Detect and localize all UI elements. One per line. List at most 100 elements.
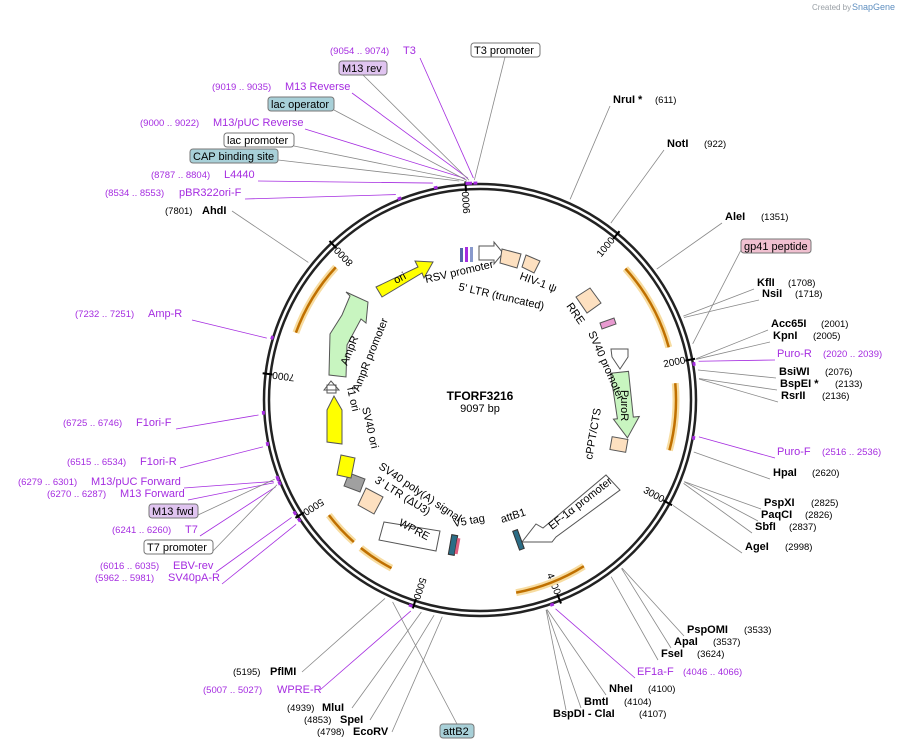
enzyme-pflmi[interactable]: (5195)PflMI	[233, 666, 296, 678]
primer-wpre-r[interactable]: (5007 .. 5027)WPRE-R	[203, 684, 322, 696]
primer-name[interactable]: M13 Reverse	[285, 81, 350, 93]
box-t7-promoter[interactable]: T7 promoter	[143, 539, 214, 555]
enzyme-nrui[interactable]: NruI *(611)	[613, 94, 676, 106]
primer-t3[interactable]: (9054 .. 9074)T3	[330, 45, 416, 57]
primer-sv40pa-r[interactable]: (5962 .. 5981)SV40pA-R	[95, 572, 220, 584]
primer-name[interactable]: SV40pA-R	[168, 572, 220, 584]
enzyme-name[interactable]: SpeI	[340, 714, 363, 726]
primer-m13-puc-reverse[interactable]: (9000 .. 9022)M13/pUC Reverse	[140, 117, 303, 129]
primer-name[interactable]: Puro-F	[777, 446, 811, 458]
primer-name[interactable]: EF1a-F	[637, 666, 674, 678]
enzyme-name[interactable]: NruI *	[613, 94, 643, 106]
primer-l4440[interactable]: (8787 .. 8804)L4440	[151, 169, 255, 181]
box-lac-operator[interactable]: lac operator	[267, 96, 335, 112]
enzyme-name[interactable]: KflI	[757, 277, 775, 289]
enzyme-bsiwi[interactable]: BsiWI(2076)	[779, 366, 852, 378]
primer-name[interactable]: Amp-R	[148, 308, 182, 320]
primer-f1ori-r[interactable]: (6515 .. 6534)F1ori-R	[67, 456, 177, 468]
enzyme-sbfi[interactable]: SbfI(2837)	[755, 521, 816, 533]
box-label: T3 promoter	[474, 45, 534, 57]
enzyme-rsrii[interactable]: RsrII(2136)	[781, 390, 849, 402]
primer-range: (6016 .. 6035)	[100, 561, 159, 572]
enzyme-bspei[interactable]: BspEI *(2133)	[780, 378, 862, 390]
box-gp41-peptide[interactable]: gp41 peptide	[740, 238, 812, 254]
primer-name[interactable]: M13/pUC Forward	[91, 476, 181, 488]
enzyme-acc65i[interactable]: Acc65I(2001)	[771, 318, 848, 330]
enzyme-nsii[interactable]: NsiI(1718)	[762, 288, 822, 300]
enzyme-mlui[interactable]: (4939)MluI	[287, 702, 344, 714]
enzyme-alei[interactable]: AleI(1351)	[725, 211, 788, 223]
enzyme-name[interactable]: NotI	[667, 138, 688, 150]
enzyme-name[interactable]: SbfI	[755, 521, 776, 533]
enzyme-noti[interactable]: NotI(922)	[667, 138, 726, 150]
box-m13-rev[interactable]: M13 rev	[338, 60, 388, 76]
enzyme-kfli[interactable]: KflI(1708)	[757, 277, 815, 289]
enzyme-name[interactable]: RsrII	[781, 390, 805, 402]
enzyme-ecorv[interactable]: (4798)EcoRV	[317, 726, 389, 738]
enzyme-bmti[interactable]: BmtI(4104)	[584, 696, 651, 708]
box-lac-promoter[interactable]: lac promoter	[223, 132, 295, 148]
enzyme-name[interactable]: ApaI	[674, 636, 698, 648]
primer-m13-forward[interactable]: (6270 .. 6287)M13 Forward	[47, 488, 185, 500]
box-cap-binding-site[interactable]: CAP binding site	[189, 148, 279, 164]
primer-name[interactable]: F1ori-R	[140, 456, 177, 468]
primer-f1ori-f[interactable]: (6725 .. 6746)F1ori-F	[63, 417, 172, 429]
primer-name[interactable]: EBV-rev	[173, 560, 214, 572]
primer-name[interactable]: Puro-R	[777, 348, 812, 360]
enzyme-name[interactable]: AleI	[725, 211, 745, 223]
enzyme-name[interactable]: BspDI - ClaI	[553, 708, 615, 720]
enzyme-name[interactable]: FseI	[661, 648, 683, 660]
enzyme-kpni[interactable]: KpnI(2005)	[773, 330, 840, 342]
primer-ef1a-f[interactable]: EF1a-F(4046 .. 4066)	[637, 666, 742, 678]
primer-name[interactable]: F1ori-F	[136, 417, 172, 429]
primer-t7[interactable]: (6241 .. 6260)T7	[112, 524, 198, 536]
enzyme-pspxi[interactable]: PspXI(2825)	[764, 497, 838, 509]
enzyme-name[interactable]: NsiI	[762, 288, 782, 300]
primer-amp-r[interactable]: (7232 .. 7251)Amp-R	[75, 308, 182, 320]
primer-name[interactable]: pBR322ori-F	[179, 187, 242, 199]
tick-mark	[556, 593, 562, 604]
enzyme-nhei[interactable]: NheI(4100)	[609, 683, 675, 695]
primer-m13-reverse[interactable]: (9019 .. 9035)M13 Reverse	[212, 81, 350, 93]
ltr5-block	[499, 248, 522, 269]
enzyme-hpai[interactable]: HpaI(2620)	[773, 467, 839, 479]
enzyme-fsei[interactable]: FseI(3624)	[661, 648, 724, 660]
enzyme-name[interactable]: BsiWI	[779, 366, 810, 378]
enzyme-agei[interactable]: AgeI(2998)	[745, 541, 812, 553]
primer-name[interactable]: L4440	[224, 169, 255, 181]
enzyme-name[interactable]: Acc65I	[771, 318, 806, 330]
enzyme-name[interactable]: AgeI	[745, 541, 769, 553]
primer-name[interactable]: WPRE-R	[277, 684, 322, 696]
enzyme-name[interactable]: KpnI	[773, 330, 797, 342]
box-attb2[interactable]: attB2	[439, 723, 475, 739]
primer-pbr322ori-f[interactable]: (8534 .. 8553)pBR322ori-F	[105, 187, 242, 199]
enzyme-name[interactable]: AhdI	[202, 205, 226, 217]
rsv-promoter-arrow	[478, 240, 504, 266]
enzyme-bspdi-clai[interactable]: BspDI - ClaI(4107)	[553, 708, 666, 720]
enzyme-name[interactable]: NheI	[609, 683, 633, 695]
primer-m13-puc-forward[interactable]: (6279 .. 6301)M13/pUC Forward	[18, 476, 181, 488]
box-t3-promoter[interactable]: T3 promoter	[470, 42, 541, 58]
box-m13-fwd[interactable]: M13 fwd	[148, 503, 199, 519]
primer-puro-r[interactable]: Puro-R(2020 .. 2039)	[777, 348, 882, 360]
enzyme-name[interactable]: PaqCI	[761, 509, 792, 521]
primer-name[interactable]: T3	[403, 45, 416, 57]
enzyme-name[interactable]: PspOMI	[687, 624, 728, 636]
enzyme-name[interactable]: BmtI	[584, 696, 608, 708]
primer-name[interactable]: T7	[185, 524, 198, 536]
enzyme-spei[interactable]: (4853)SpeI	[304, 714, 363, 726]
enzyme-name[interactable]: PflMI	[270, 666, 296, 678]
enzyme-name[interactable]: HpaI	[773, 467, 797, 479]
enzyme-name[interactable]: BspEI *	[780, 378, 819, 390]
primer-puro-f[interactable]: Puro-F(2516 .. 2536)	[777, 446, 881, 458]
enzyme-name[interactable]: MluI	[322, 702, 344, 714]
enzyme-apai[interactable]: ApaI(3537)	[674, 636, 740, 648]
primer-ebv-rev[interactable]: (6016 .. 6035) EBV-rev	[100, 560, 214, 572]
enzyme-pspomi[interactable]: PspOMI(3533)	[687, 624, 771, 636]
enzyme-name[interactable]: EcoRV	[353, 726, 389, 738]
enzyme-name[interactable]: PspXI	[764, 497, 795, 509]
enzyme-paqci[interactable]: PaqCI(2826)	[761, 509, 832, 521]
primer-name[interactable]: M13/pUC Reverse	[213, 117, 303, 129]
primer-name[interactable]: M13 Forward	[120, 488, 185, 500]
enzyme-ahdi[interactable]: (7801)AhdI	[165, 205, 226, 217]
